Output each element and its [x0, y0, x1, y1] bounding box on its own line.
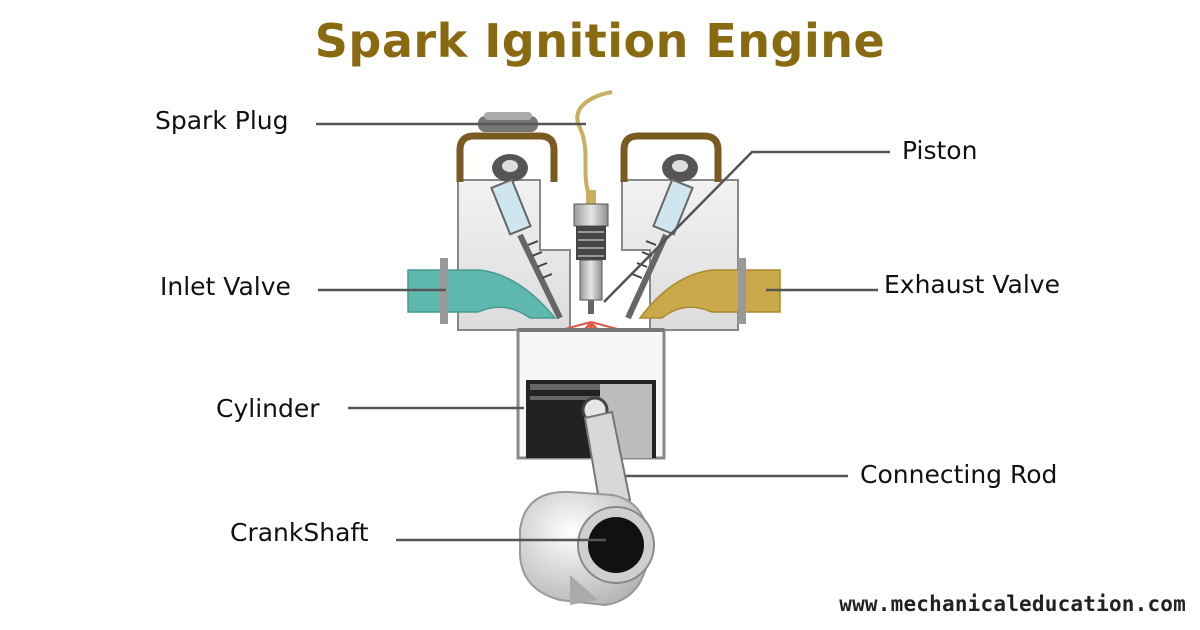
label-inlet-valve: Inlet Valve	[160, 272, 291, 301]
leader-piston	[603, 150, 890, 303]
label-exhaust-valve: Exhaust Valve	[884, 270, 1060, 299]
website-url: www.mechanicaleducation.com	[839, 592, 1186, 616]
rocker-cover-right	[620, 132, 722, 182]
label-cylinder: Cylinder	[216, 394, 320, 423]
connecting-rod	[583, 410, 632, 508]
spark-plug-wire	[575, 90, 613, 193]
crankshaft	[519, 490, 655, 607]
inlet-valve-assembly	[490, 178, 563, 320]
diagram-title: Spark Ignition Engine	[314, 14, 886, 68]
label-piston: Piston	[902, 136, 978, 165]
rocker-cover-left	[456, 132, 558, 182]
label-spark-plug: Spark Plug	[155, 106, 289, 135]
spark-plug-body	[573, 190, 609, 314]
label-crankshaft: CrankShaft	[230, 518, 369, 547]
exhaust-valve-assembly	[625, 178, 694, 320]
label-connecting-rod: Connecting Rod	[860, 460, 1058, 489]
